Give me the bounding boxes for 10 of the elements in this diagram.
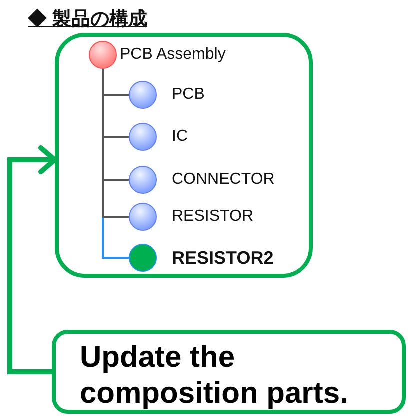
item-label: RESISTOR (172, 208, 254, 226)
tree-panel (55, 33, 313, 278)
heading: ◆ 製品の構成 (28, 8, 148, 32)
item-label: PCB (172, 86, 205, 104)
item-label: PCB Assembly (120, 46, 226, 64)
item-label: IC (172, 128, 188, 146)
note-box: Update the composition parts. (52, 330, 406, 414)
item-label: CONNECTOR (172, 171, 275, 189)
item-label: RESISTOR2 (172, 248, 274, 268)
arrow (8, 146, 58, 374)
